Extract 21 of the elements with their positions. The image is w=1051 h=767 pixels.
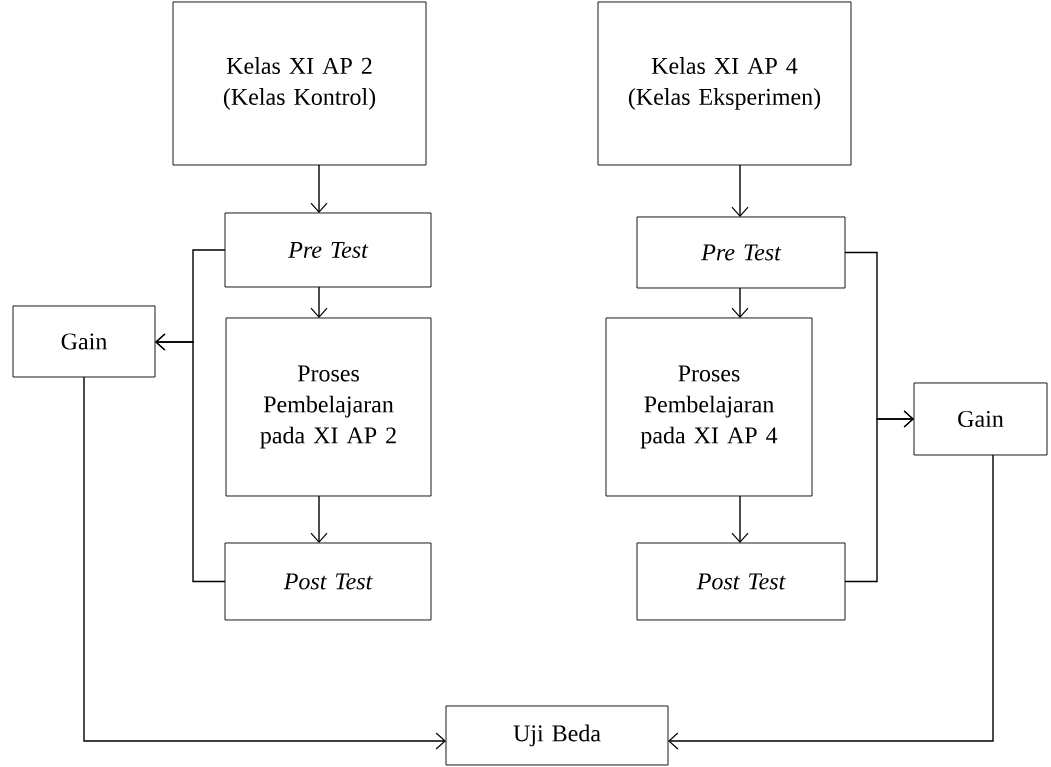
- box: Gain: [913, 382, 1048, 456]
- box: Kelas XI AP 2 (Kelas Kontrol): [172, 1, 427, 166]
- box: Proses Pembelajaran pada XI AP 4: [605, 317, 813, 497]
- arrow: [731, 287, 749, 318]
- box: Post Test: [224, 542, 432, 621]
- arrow: [83, 376, 446, 750]
- arrow: [310, 164, 328, 213]
- box: Proses Pembelajaran pada XI AP 2: [225, 317, 432, 497]
- box: Post Test: [636, 542, 846, 621]
- box: Uji Beda: [445, 705, 669, 766]
- arrow: [731, 495, 749, 543]
- box: Gain: [12, 305, 156, 378]
- arrow: [310, 286, 328, 318]
- box: Pre Test: [224, 212, 432, 288]
- arrow: [731, 164, 749, 217]
- arrow: [310, 495, 328, 543]
- arrow: [668, 454, 994, 750]
- box: Kelas XI AP 4 (Kelas Eksperimen): [597, 1, 852, 166]
- arrow: [155, 333, 226, 583]
- arrow: [844, 410, 914, 583]
- box: Pre Test: [636, 216, 846, 289]
